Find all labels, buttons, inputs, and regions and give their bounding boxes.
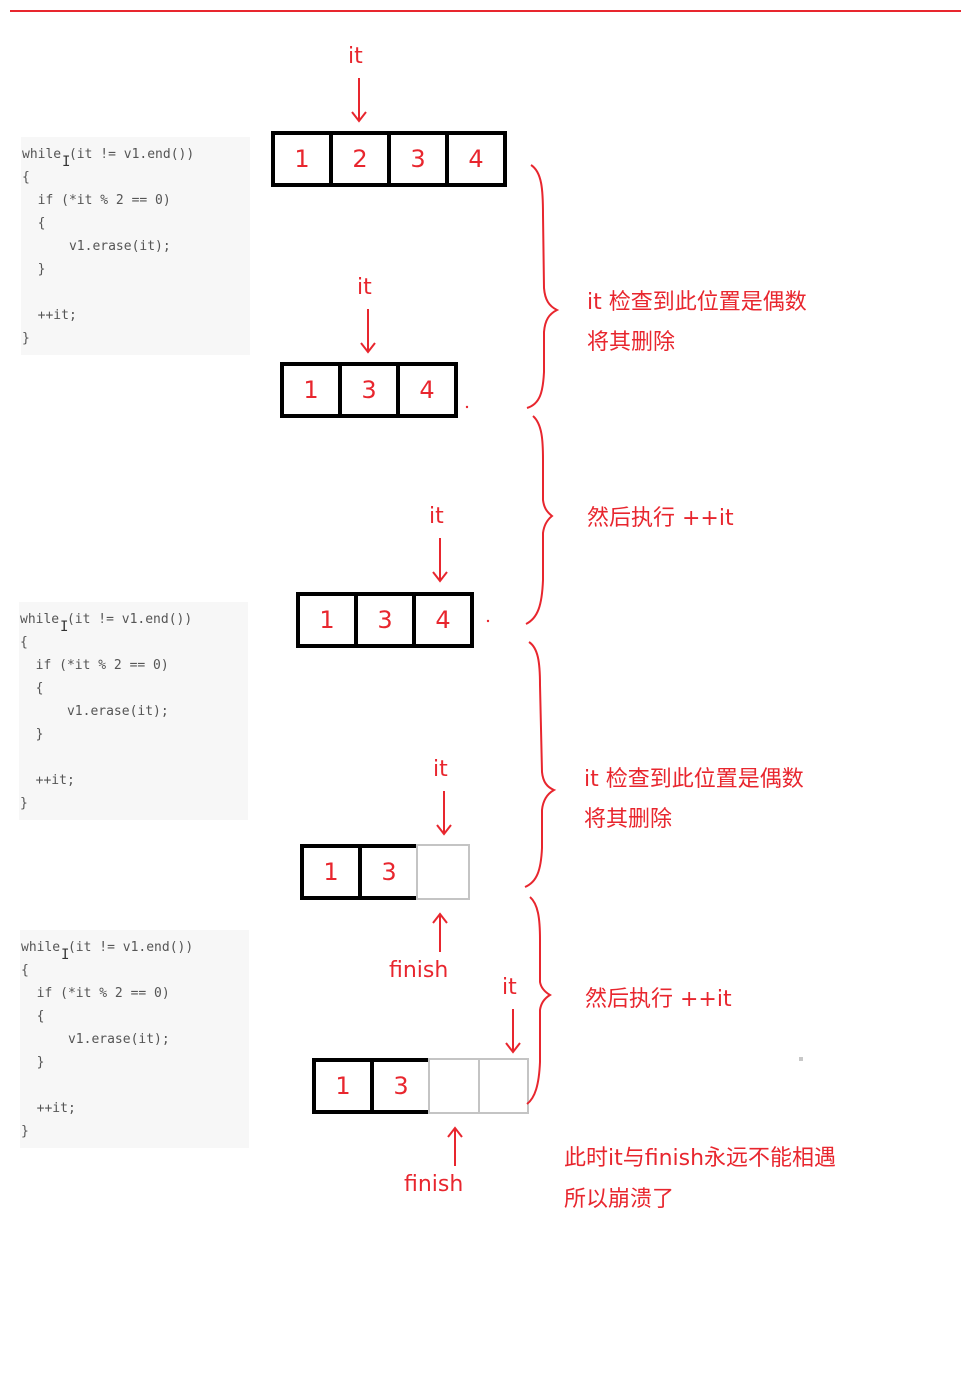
brace-2 — [525, 415, 554, 625]
vector-cell: 2 — [329, 131, 391, 187]
text-cursor-icon: I — [61, 947, 70, 963]
code-line: { — [21, 1009, 45, 1024]
vector-step-2: 1 3 4 — [280, 362, 458, 418]
vector-step-3: 1 3 4 — [296, 592, 474, 648]
code-line: ++it; — [21, 1101, 76, 1116]
note-check-line2: 将其删除 — [584, 807, 673, 832]
vector-cell: 4 — [412, 592, 474, 648]
code-line: { — [22, 216, 46, 231]
brace-1 — [526, 164, 560, 409]
it-label: it — [502, 975, 517, 1000]
finish-label: finish — [404, 1172, 464, 1197]
code-line: if (*it % 2 == 0) — [21, 986, 170, 1001]
code-snippet-1: while (it != v1.end()) { if (*it % 2 == … — [21, 137, 250, 355]
note-check-line2: 将其删除 — [587, 330, 676, 355]
cell-value: 4 — [419, 376, 435, 404]
code-line: if (*it % 2 == 0) — [22, 193, 171, 208]
note-check-line1: it 检查到此位置是偶数 — [584, 767, 804, 792]
finish-label: finish — [389, 958, 449, 983]
vector-cell: 1 — [271, 131, 333, 187]
note-crash-line1: 此时it与finish永远不能相遇 — [564, 1146, 837, 1171]
up-arrow-icon — [432, 912, 448, 954]
it-label: it — [357, 275, 372, 300]
code-line: while (it != v1.end()) — [20, 612, 193, 627]
vector-cell: 1 — [280, 362, 342, 418]
cell-value: 1 — [303, 376, 319, 404]
cell-value: 3 — [377, 606, 393, 634]
it-label: it — [429, 504, 444, 529]
cell-value: 1 — [319, 606, 335, 634]
cell-value: 3 — [393, 1072, 409, 1100]
cell-value: 3 — [410, 145, 426, 173]
vector-step-4: 1 3 — [300, 844, 470, 900]
cell-value: 1 — [335, 1072, 351, 1100]
cell-value: 1 — [294, 145, 310, 173]
code-line: ++it; — [22, 308, 77, 323]
vector-cell: 4 — [396, 362, 458, 418]
it-label: it — [433, 757, 448, 782]
vector-step-5: 1 3 — [312, 1058, 529, 1114]
vector-cell: 3 — [387, 131, 449, 187]
code-line: } — [21, 1055, 45, 1070]
down-arrow-icon — [505, 1007, 521, 1055]
code-line: v1.erase(it); — [20, 704, 169, 719]
vector-cell: 1 — [312, 1058, 374, 1114]
down-arrow-icon — [360, 307, 376, 355]
code-snippet-2: while (it != v1.end()) { if (*it % 2 == … — [19, 602, 248, 820]
text-cursor-icon: I — [62, 154, 71, 170]
stray-dot — [486, 619, 490, 623]
code-line: while (it != v1.end()) — [22, 147, 195, 162]
code-line: } — [22, 262, 46, 277]
it-label: it — [348, 44, 363, 69]
stray-dot — [465, 405, 469, 409]
code-line: { — [20, 635, 28, 650]
vector-cell: 1 — [300, 844, 362, 900]
cell-value: 2 — [352, 145, 368, 173]
code-snippet-3: while (it != v1.end()) { if (*it % 2 == … — [20, 930, 249, 1148]
down-arrow-icon — [351, 76, 367, 124]
vector-step-1: 1 2 3 4 — [271, 131, 507, 187]
up-arrow-icon — [447, 1126, 463, 1168]
vector-cell: 3 — [354, 592, 416, 648]
cell-value: 1 — [323, 858, 339, 886]
note-check-line1: it 检查到此位置是偶数 — [587, 290, 807, 315]
brace-4 — [526, 896, 552, 1105]
vector-cell: 3 — [338, 362, 400, 418]
down-arrow-icon — [436, 789, 452, 837]
code-line: } — [20, 796, 28, 811]
code-line: } — [21, 1124, 29, 1139]
code-line: v1.erase(it); — [21, 1032, 170, 1047]
text-cursor-icon: I — [60, 619, 69, 635]
code-line: ++it; — [20, 773, 75, 788]
note-then-increment: 然后执行 ++it — [587, 506, 734, 531]
stray-dot — [799, 1057, 803, 1061]
code-line: } — [22, 331, 30, 346]
vector-cell-empty — [416, 844, 470, 900]
vector-cell-empty — [478, 1058, 529, 1114]
note-then-increment: 然后执行 ++it — [585, 987, 732, 1012]
cell-value: 4 — [435, 606, 451, 634]
top-divider — [10, 10, 961, 12]
code-line: if (*it % 2 == 0) — [20, 658, 169, 673]
note-crash-line2: 所以崩溃了 — [564, 1187, 675, 1212]
vector-cell: 4 — [445, 131, 507, 187]
cell-value: 3 — [361, 376, 377, 404]
code-line: while (it != v1.end()) — [21, 940, 194, 955]
down-arrow-icon — [432, 536, 448, 584]
code-line: } — [20, 727, 44, 742]
brace-3 — [524, 641, 557, 888]
code-line: { — [21, 963, 29, 978]
cell-value: 3 — [381, 858, 397, 886]
vector-cell: 1 — [296, 592, 358, 648]
code-line: { — [20, 681, 44, 696]
code-line: v1.erase(it); — [22, 239, 171, 254]
cell-value: 4 — [468, 145, 484, 173]
vector-cell-empty — [428, 1058, 480, 1114]
code-line: { — [22, 170, 30, 185]
